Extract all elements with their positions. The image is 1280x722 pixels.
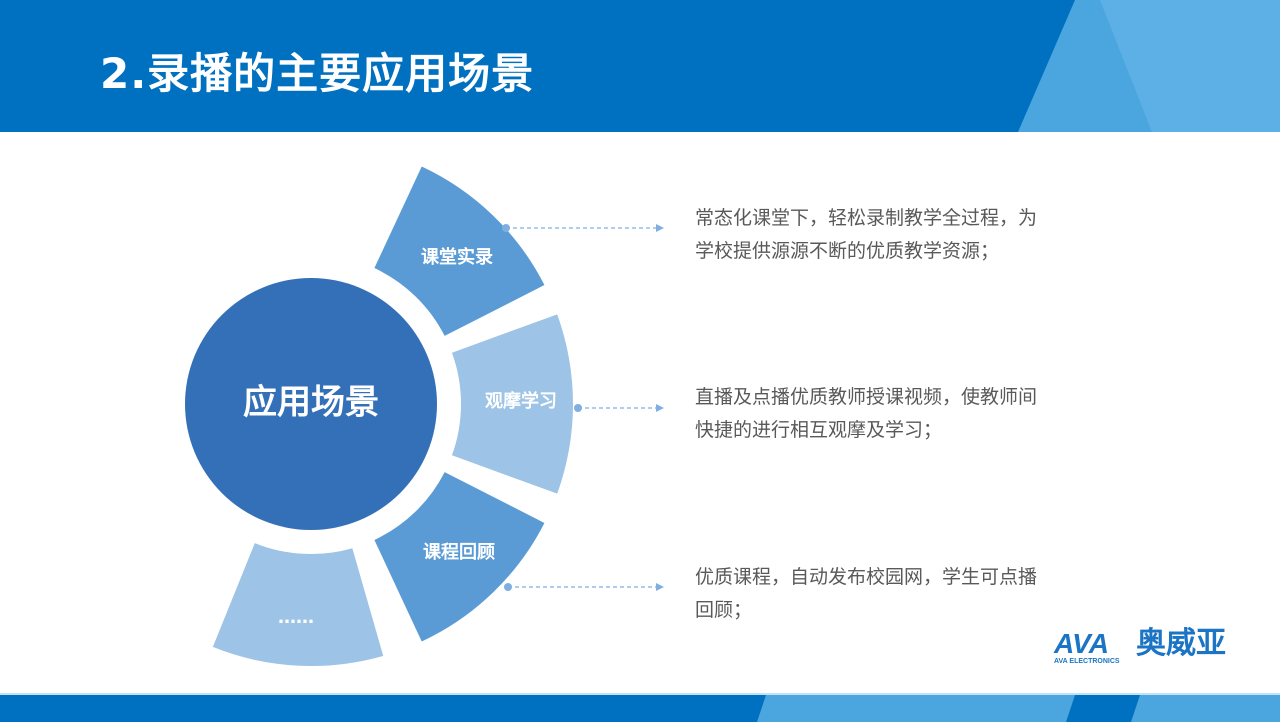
footer-bar <box>0 693 1280 722</box>
segment-label-4: …… <box>278 607 314 628</box>
description-2-line-2: 快捷的进行相互观摩及学习； <box>695 419 943 441</box>
page-title: 2.录播的主要应用场景 <box>100 49 535 98</box>
description-1-line-2: 学校提供源源不断的优质教学资源； <box>695 240 1000 262</box>
svg-text:AVA ELECTRONICS: AVA ELECTRONICS <box>1054 658 1120 665</box>
segment-label-1: 课堂实录 <box>421 246 493 268</box>
connector-arrow-1 <box>656 224 664 232</box>
header-banner: 2.录播的主要应用场景 <box>0 0 1280 132</box>
segment-1 <box>374 166 545 336</box>
description-3: 优质课程，自动发布校园网，学生可点播 回顾； <box>695 561 1095 627</box>
company-name: 奥威亚 <box>1136 626 1226 661</box>
description-2: 直播及点播优质教师授课视频，使教师间 快捷的进行相互观摩及学习； <box>695 381 1095 447</box>
description-1: 常态化课堂下，轻松录制教学全过程，为 学校提供源源不断的优质教学资源； <box>695 202 1095 268</box>
segment-4 <box>212 543 384 666</box>
description-3-line-2: 回顾； <box>695 599 753 621</box>
connector-arrow-2 <box>656 404 664 412</box>
description-3-line-1: 优质课程，自动发布校园网，学生可点播 <box>695 566 1038 588</box>
connector-arrow-3 <box>656 583 664 591</box>
company-logo: AVA AVA ELECTRONICS 奥威亚 <box>1050 625 1250 665</box>
svg-text:AVA: AVA <box>1053 628 1109 659</box>
center-circle <box>185 278 437 530</box>
segment-2 <box>451 314 573 494</box>
description-2-line-1: 直播及点播优质教师授课视频，使教师间 <box>695 386 1038 408</box>
center-label: 应用场景 <box>243 383 379 423</box>
header-decoration <box>1018 0 1280 132</box>
segment-3 <box>374 472 545 642</box>
ava-logo-mark: AVA AVA ELECTRONICS <box>1053 628 1120 665</box>
segment-label-2: 观摩学习 <box>485 390 557 412</box>
segment-label-3: 课程回顾 <box>423 542 495 563</box>
description-1-line-1: 常态化课堂下，轻松录制教学全过程，为 <box>695 207 1038 229</box>
